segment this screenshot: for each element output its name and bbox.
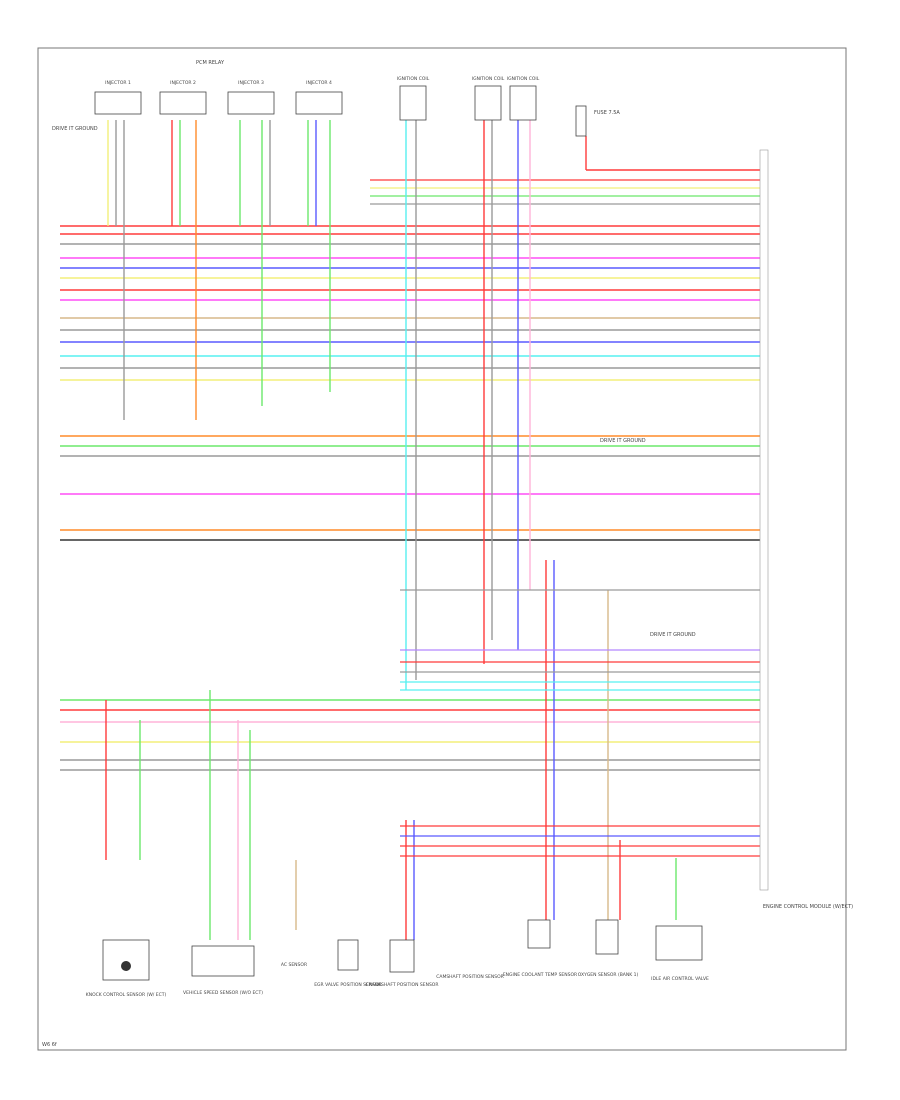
svg-text:VEHICLE SPEED SENSOR (W/O ECT): VEHICLE SPEED SENSOR (W/O ECT) — [183, 990, 263, 996]
bottom-component-iac-valve: IDLE AIR CONTROL VALVE — [651, 925, 709, 982]
top-component-injector-2: INJECTOR 2 — [159, 80, 207, 115]
bottom-component-vehicle-speed-sensor: VEHICLE SPEED SENSOR (W/O ECT) — [183, 945, 263, 996]
svg-text:INJECTOR 4: INJECTOR 4 — [306, 80, 332, 86]
svg-text:IDLE AIR CONTROL VALVE: IDLE AIR CONTROL VALVE — [651, 976, 709, 982]
mid-ground-label: DRIVE IT GROUND — [600, 438, 646, 444]
diagram-code: W6 6f — [42, 1042, 57, 1048]
wire-layer — [60, 120, 760, 940]
bottom-component-crankshaft-sensor: CRANKSHAFT POSITION SENSOR — [366, 939, 439, 988]
top-component-ignition-coil-2: IGNITION COIL — [472, 76, 505, 121]
bottom-component-ac-sensor: AC SENSOR — [281, 962, 307, 968]
fuse-box — [575, 105, 587, 137]
top-component-injector-3: INJECTOR 3 — [227, 80, 275, 115]
svg-text:INJECTOR 1: INJECTOR 1 — [105, 80, 131, 86]
fuse-label: FUSE 7.5A — [594, 110, 620, 116]
svg-text:CAMSHAFT POSITION SENSOR: CAMSHAFT POSITION SENSOR — [436, 974, 504, 980]
top-component-injector-4: INJECTOR 4 — [295, 80, 343, 115]
bottom-component-coolant-temp-sensor: ENGINE COOLANT TEMP SENSOR — [503, 919, 577, 978]
top-component-ignition-coil-1: IGNITION COIL — [397, 76, 430, 121]
diagram-frame — [37, 47, 847, 1051]
svg-text:CRANKSHAFT POSITION SENSOR: CRANKSHAFT POSITION SENSOR — [366, 982, 439, 988]
svg-text:EGR VALVE POSITION SENSOR: EGR VALVE POSITION SENSOR — [314, 982, 382, 988]
svg-text:IGNITION COIL: IGNITION COIL — [397, 76, 430, 82]
top-header: PCM RELAY — [196, 60, 225, 66]
svg-text:IGNITION COIL: IGNITION COIL — [472, 76, 505, 82]
bottom-component-egr-sensor: EGR VALVE POSITION SENSOR — [314, 939, 382, 988]
bottom-component-oxygen-sensor: OXYGEN SENSOR (BANK 1) — [578, 919, 639, 978]
svg-text:OXYGEN SENSOR (BANK 1): OXYGEN SENSOR (BANK 1) — [578, 972, 639, 978]
left-ground-label: DRIVE IT GROUND — [52, 126, 98, 132]
ecu-connector — [759, 149, 769, 891]
top-component-injector-1: INJECTOR 1 — [94, 80, 142, 115]
svg-text:KNOCK CONTROL SENSOR (W/ ECT): KNOCK CONTROL SENSOR (W/ ECT) — [86, 992, 167, 998]
svg-text:INJECTOR 3: INJECTOR 3 — [238, 80, 264, 86]
bottom-component-knock-sensor: KNOCK CONTROL SENSOR (W/ ECT) — [86, 939, 167, 998]
svg-text:IGNITION COIL: IGNITION COIL — [507, 76, 540, 82]
svg-text:AC SENSOR: AC SENSOR — [281, 962, 307, 968]
top-component-ignition-coil-3: IGNITION COIL — [507, 76, 540, 121]
bottom-component-camshaft-sensor: CAMSHAFT POSITION SENSOR — [436, 974, 504, 980]
ecu-label: ENGINE CONTROL MODULE (W/ECT) — [763, 904, 853, 910]
right-ground-label: DRIVE IT GROUND — [650, 632, 696, 638]
svg-text:INJECTOR 2: INJECTOR 2 — [170, 80, 196, 86]
svg-text:ENGINE COOLANT TEMP SENSOR: ENGINE COOLANT TEMP SENSOR — [503, 972, 577, 978]
